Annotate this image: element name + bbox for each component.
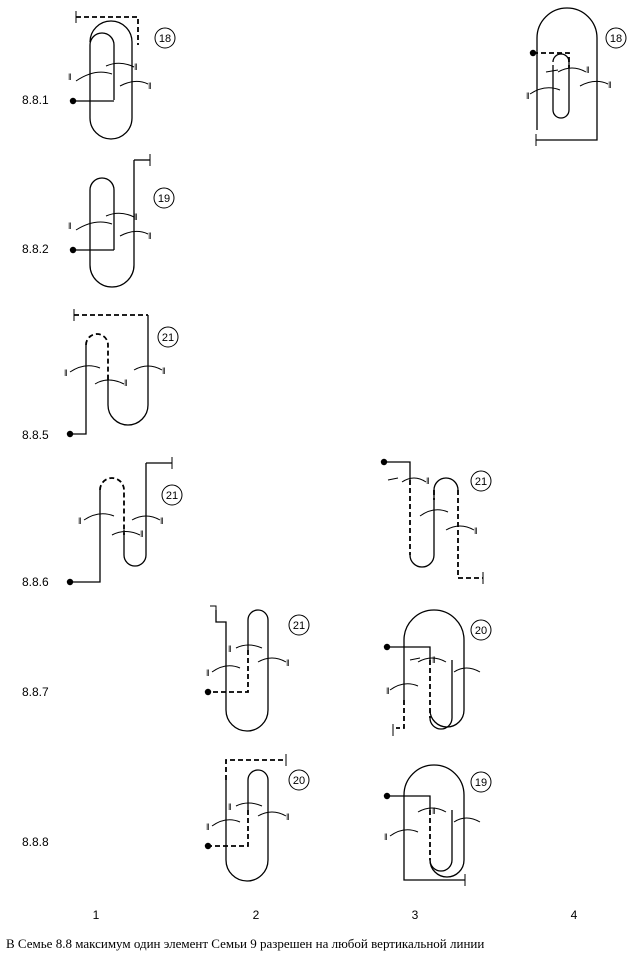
svg-text:ǁ: ǁ — [432, 806, 436, 816]
svg-text:ǁ: ǁ — [64, 368, 68, 378]
figure-8-8-7-col-2: ǁ ǁ ǁ 21 — [204, 605, 310, 732]
figure-number-r8-c2: 20 — [293, 775, 305, 787]
svg-text:ǁ: ǁ — [608, 80, 612, 90]
svg-text:ǁ: ǁ — [160, 516, 164, 526]
svg-text:ǁ: ǁ — [162, 366, 166, 376]
figure-8-8-1-col-4: ǁ ǁ ǁ 18 — [526, 7, 627, 146]
circled-number-icon: 20 — [470, 619, 492, 641]
row-label-8-8-5: 8.8.5 — [22, 428, 49, 442]
svg-text:ǁ: ǁ — [148, 81, 152, 91]
figure-number-r7-c3: 20 — [475, 625, 487, 637]
figure-number-r5-c1: 21 — [162, 332, 174, 344]
start-dot — [204, 688, 212, 696]
figure-number-r6-c1: 21 — [166, 490, 178, 502]
svg-text:ǁ: ǁ — [286, 658, 290, 668]
svg-text:ǁ: ǁ — [426, 476, 430, 486]
svg-text:ǁ: ǁ — [228, 802, 232, 812]
circled-number-icon: 18 — [605, 27, 627, 49]
svg-text:ǁ: ǁ — [134, 212, 138, 222]
figure-8-8-6-col-1: ǁ ǁ ǁ 21 — [66, 457, 183, 586]
circled-number-icon: 19 — [153, 187, 175, 209]
start-dot — [383, 792, 391, 800]
figure-8-8-2-col-1: ǁ ǁ ǁ 19 — [68, 154, 175, 288]
figure-number-r8-c3: 19 — [475, 777, 487, 789]
row-label-8-8-7: 8.8.7 — [22, 685, 49, 699]
row-label-8-8-1: 8.8.1 — [22, 93, 49, 107]
figure-number-r6-c3: 21 — [475, 476, 487, 488]
start-dot — [529, 49, 537, 57]
svg-text:ǁ: ǁ — [124, 378, 128, 388]
circled-number-icon: 21 — [161, 484, 183, 506]
svg-text:ǁ: ǁ — [384, 832, 388, 842]
svg-text:ǁ: ǁ — [140, 529, 144, 539]
figure-8-8-7-col-3: ǁ ǁ 20 — [383, 609, 492, 736]
svg-text:ǁ: ǁ — [432, 655, 436, 665]
row-label-8-8-8: 8.8.8 — [22, 835, 49, 849]
figure-caption: В Семье 8.8 максимум один элемент Семьи … — [6, 936, 485, 951]
svg-text:ǁ: ǁ — [386, 686, 390, 696]
figure-8-8-6-col-3: ǁ ǁ 21 — [380, 458, 492, 584]
figure-8-8-5-col-1: ǁ ǁ ǁ 21 — [64, 309, 179, 438]
start-dot — [204, 842, 212, 850]
start-dot — [69, 97, 77, 105]
svg-text:ǁ: ǁ — [134, 62, 138, 72]
row-label-8-8-2: 8.8.2 — [22, 242, 49, 256]
column-label-4: 4 — [571, 908, 578, 922]
start-dot — [66, 578, 74, 586]
circled-number-icon: 19 — [470, 771, 492, 793]
circled-number-icon: 21 — [288, 614, 310, 636]
svg-text:ǁ: ǁ — [206, 668, 210, 678]
svg-text:ǁ: ǁ — [148, 231, 152, 241]
start-dot — [66, 430, 74, 438]
circled-number-icon: 18 — [154, 27, 176, 49]
column-label-2: 2 — [253, 908, 260, 922]
start-dot — [383, 643, 391, 651]
figure-number-r1-c1: 18 — [159, 33, 171, 45]
circled-number-icon: 21 — [157, 326, 179, 348]
svg-text:ǁ: ǁ — [228, 644, 232, 654]
figure-number-r7-c2: 21 — [293, 620, 305, 632]
figure-8-8-8-col-3: ǁ ǁ 19 — [383, 764, 492, 886]
figure-8-8-8-col-2: ǁ ǁ ǁ 20 — [204, 754, 310, 882]
svg-text:ǁ: ǁ — [206, 822, 210, 832]
start-dot — [380, 458, 388, 466]
row-label-8-8-6: 8.8.6 — [22, 575, 49, 589]
column-label-3: 3 — [412, 908, 419, 922]
figure-number-r2-c1: 19 — [158, 193, 170, 205]
svg-text:ǁ: ǁ — [526, 91, 530, 101]
svg-text:ǁ: ǁ — [68, 72, 72, 82]
svg-text:ǁ: ǁ — [586, 65, 590, 75]
svg-text:ǁ: ǁ — [78, 516, 82, 526]
figure-8-8-1-col-1: ǁ ǁ ǁ 18 — [68, 11, 176, 140]
svg-text:ǁ: ǁ — [286, 812, 290, 822]
column-label-1: 1 — [93, 908, 100, 922]
svg-text:ǁ: ǁ — [68, 221, 72, 231]
figure-number-r1-c4: 18 — [610, 33, 622, 45]
start-dot — [69, 246, 77, 254]
circled-number-icon: 20 — [288, 769, 310, 791]
circled-number-icon: 21 — [470, 470, 492, 492]
svg-text:ǁ: ǁ — [474, 526, 478, 536]
